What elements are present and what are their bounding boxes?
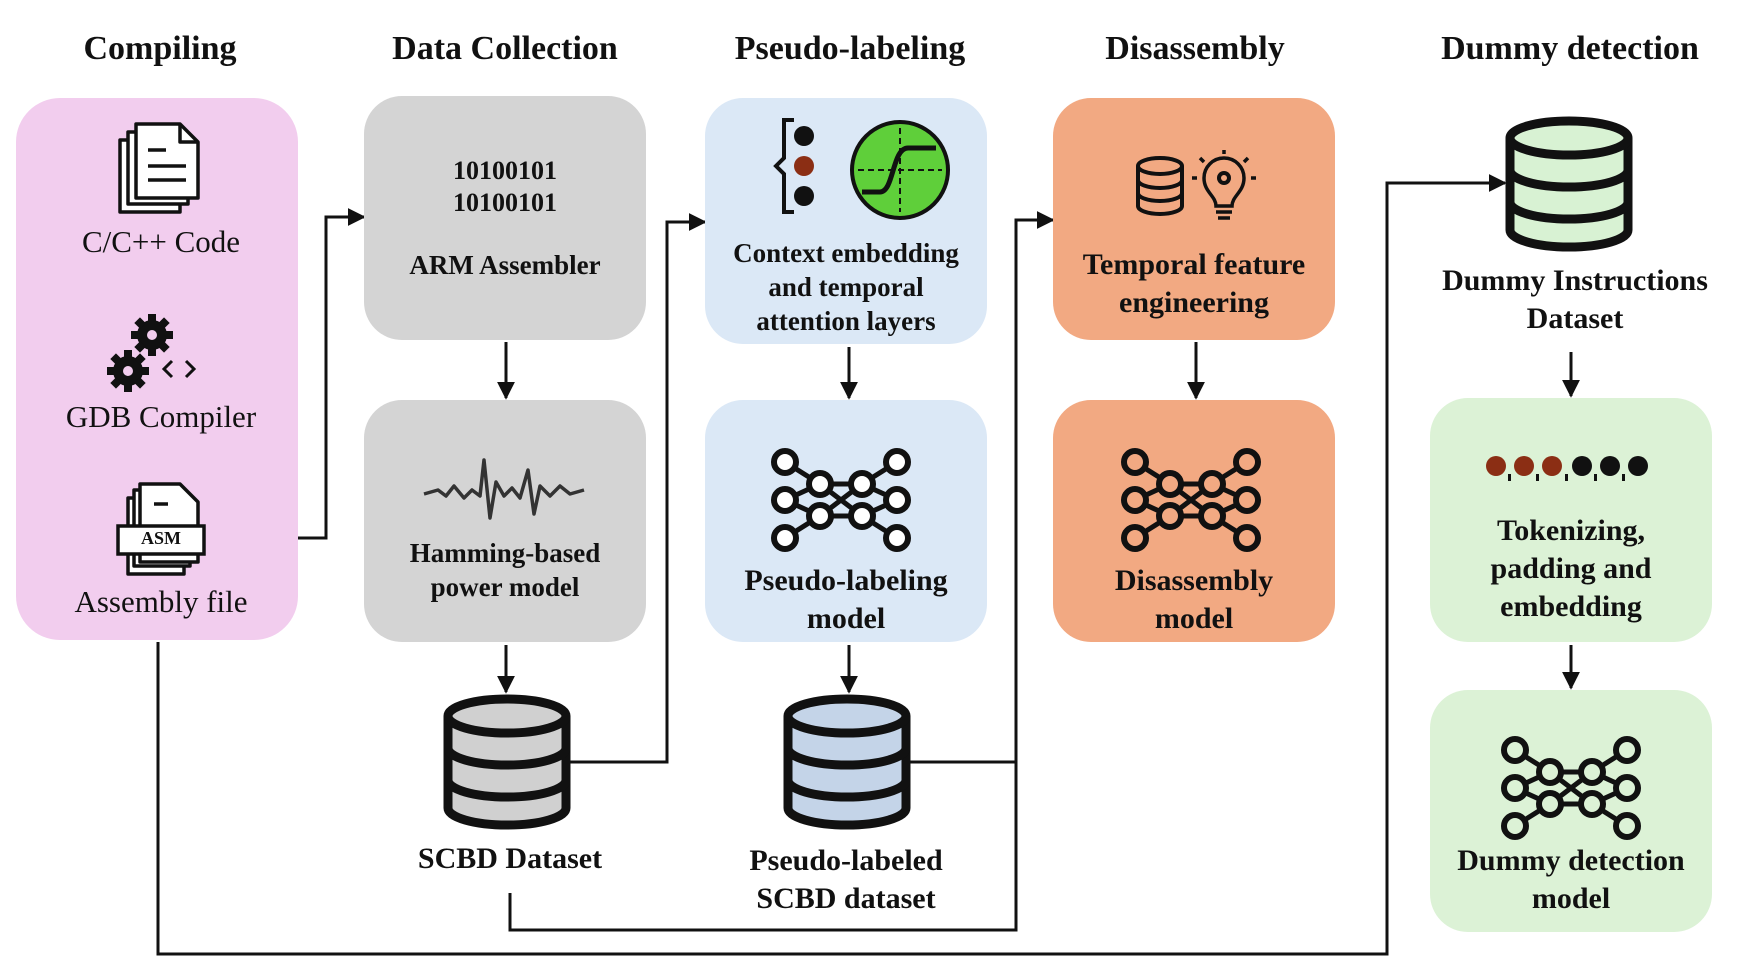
gears-code-icon: [107, 314, 197, 392]
arm-assembler-box: [364, 96, 646, 340]
database-lightbulb-icon: [1136, 150, 1256, 220]
dummy-detection-model-box: [1430, 690, 1712, 932]
compiling-title: Compiling: [83, 30, 237, 67]
waveform-icon: [423, 458, 585, 520]
binary-line-2: 10100101: [453, 188, 557, 217]
scbd-database-icon: [443, 694, 571, 830]
cpp-code-label: C/C++ Code: [81, 224, 241, 259]
dummy-instructions-database-icon: [1505, 116, 1633, 252]
temporal-feature-box: [1053, 98, 1335, 340]
data-collection-title: Data Collection: [392, 30, 618, 67]
disassembly-model-label-1: Disassembly: [1114, 564, 1274, 597]
dummy-dataset-label-2: Dataset: [1526, 302, 1624, 335]
neural-network-icon: [1121, 448, 1261, 552]
disassembly-model-label-2: model: [1154, 602, 1234, 635]
disassembly-model-box: [1053, 400, 1335, 642]
scbd-dataset-label: SCBD Dataset: [417, 842, 603, 875]
power-model-label-1: Hamming-based: [409, 538, 601, 568]
pseudo-labeling-model-box: [705, 400, 987, 642]
tokenizing-label-2: padding and: [1490, 552, 1652, 585]
power-model-box: [364, 400, 646, 642]
neural-network-icon: [1501, 736, 1641, 840]
token-dots-icon: [1486, 456, 1648, 481]
pseudo-model-label-2: model: [806, 602, 886, 635]
power-model-label-2: power model: [430, 572, 580, 602]
asm-tag: ASM: [141, 528, 181, 548]
gdb-compiler-label: GDB Compiler: [65, 399, 257, 434]
context-label-3: attention layers: [756, 306, 936, 336]
neural-network-icon: [771, 448, 911, 552]
assembly-file-label: Assembly file: [74, 584, 248, 619]
arm-assembler-label: ARM Assembler: [409, 250, 601, 280]
disassembly-title: Disassembly: [1105, 30, 1285, 67]
documents-icon: [118, 122, 200, 214]
context-embedding-box: [705, 98, 987, 344]
pseudo-dataset-label-2: SCBD dataset: [756, 882, 936, 915]
pseudo-dataset-label-1: Pseudo-labeled: [749, 844, 943, 877]
dummy-model-label-2: model: [1531, 882, 1611, 915]
pseudo-labeling-title: Pseudo-labeling: [734, 30, 966, 67]
tokenizing-label-1: Tokenizing,: [1496, 514, 1646, 547]
context-label-2: and temporal: [768, 272, 924, 302]
pseudo-model-label-1: Pseudo-labeling: [744, 564, 948, 597]
binary-line-1: 10100101: [453, 156, 557, 185]
context-label-1: Context embedding: [733, 238, 959, 268]
sigmoid-icon: [850, 120, 950, 220]
feature-vector-icon: [773, 118, 814, 214]
dummy-detection-title: Dummy detection: [1441, 30, 1699, 67]
temporal-feature-label-2: engineering: [1119, 286, 1269, 319]
asm-file-icon: [116, 482, 206, 576]
tokenizing-label-3: embedding: [1500, 590, 1642, 623]
dummy-model-label-1: Dummy detection: [1457, 844, 1685, 877]
temporal-feature-label-1: Temporal feature: [1082, 248, 1306, 281]
pseudo-labeled-database-icon: [783, 694, 911, 830]
dummy-dataset-label-1: Dummy Instructions: [1442, 264, 1708, 297]
tokenizing-box: [1430, 398, 1712, 642]
